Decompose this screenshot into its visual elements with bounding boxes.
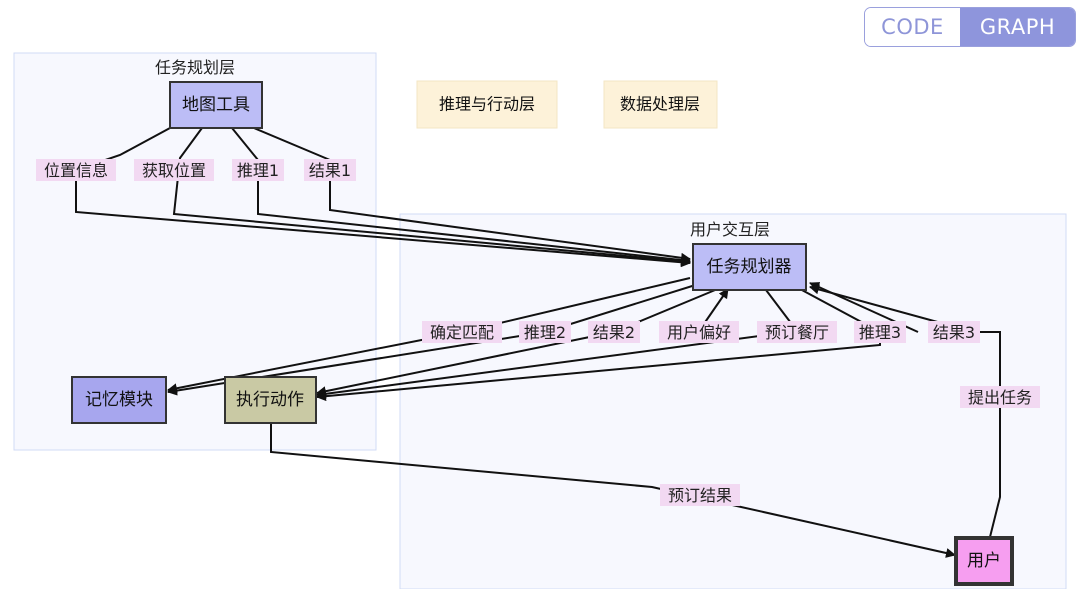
- cluster-data: [603, 80, 718, 129]
- cluster-data-title: 数据处理层: [620, 95, 700, 114]
- cluster-planning-title: 任务规划层: [155, 58, 235, 77]
- edge-label-result2: 结果2: [593, 323, 635, 342]
- edge-label-get-location: 获取位置: [142, 161, 206, 180]
- edge-label-bg: [757, 321, 837, 343]
- edge-label-booking-result: 预订结果: [668, 486, 732, 505]
- edge-label-location-info: 位置信息: [44, 161, 108, 180]
- node-task-planner[interactable]: 任务规划器: [692, 243, 807, 291]
- cluster-reasoning-title: 推理与行动层: [439, 95, 535, 114]
- edge-label-bg: [659, 321, 739, 343]
- cluster-reasoning: [416, 80, 558, 129]
- node-memory[interactable]: 记忆模块: [71, 376, 167, 424]
- edge-label-bg: [960, 386, 1040, 408]
- edge-label-reasoning1: 推理1: [237, 161, 279, 180]
- edge-label-bg: [928, 321, 980, 343]
- view-toggle: CODE GRAPH: [864, 7, 1076, 47]
- node-action-label: 执行动作: [236, 390, 304, 410]
- edge-label-bg: [134, 159, 214, 181]
- code-tab[interactable]: CODE: [865, 8, 960, 46]
- edge-get-location: [172, 127, 691, 267]
- node-map-tool-label: 地图工具: [182, 95, 250, 115]
- node-action[interactable]: 执行动作: [224, 376, 317, 424]
- node-memory-label: 记忆模块: [85, 390, 153, 410]
- edge-label-bg: [660, 484, 740, 506]
- node-user-label: 用户: [967, 551, 1001, 571]
- edge-label-submit-task: 提出任务: [968, 388, 1032, 407]
- node-map-tool[interactable]: 地图工具: [169, 81, 263, 129]
- edge-label-bg: [854, 321, 906, 343]
- edge-label-bg: [588, 321, 640, 343]
- edge-booking-result: [270, 423, 956, 558]
- edge-label-bg: [36, 159, 116, 181]
- graph-tab[interactable]: GRAPH: [960, 8, 1075, 46]
- edge-label-bg: [422, 321, 502, 343]
- edge-submit-task: [809, 284, 1001, 538]
- edge-reasoning1: [231, 127, 691, 265]
- edge-label-book-restaurant: 预订餐厅: [765, 323, 829, 342]
- edge-label-reasoning3: 推理3: [859, 323, 901, 342]
- edge-label-result3: 结果3: [933, 323, 975, 342]
- edge-label-result1: 结果1: [309, 161, 351, 180]
- node-task-planner-label: 任务规划器: [707, 257, 792, 277]
- edge-label-preference: 用户偏好: [667, 323, 731, 342]
- node-user[interactable]: 用户: [954, 536, 1014, 586]
- edge-label-reasoning2: 推理2: [524, 323, 566, 342]
- edge-label-bg: [519, 321, 571, 343]
- edge-label-bg: [232, 159, 284, 181]
- edge-label-bg: [304, 159, 356, 181]
- cluster-interaction-title: 用户交互层: [690, 220, 770, 239]
- edge-label-match: 确定匹配: [430, 323, 494, 342]
- edge-result1: [253, 127, 691, 263]
